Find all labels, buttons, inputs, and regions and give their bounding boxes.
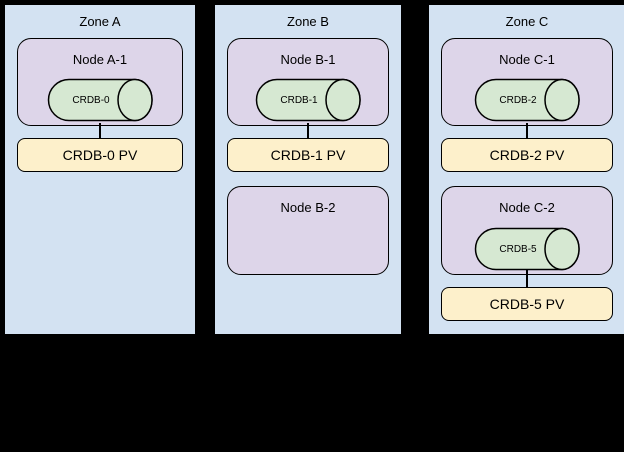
zone-c: Zone C Node C-1 CRDB-2 CRDB-2 PV Node C-… bbox=[427, 3, 624, 336]
zone-b-label: Zone B bbox=[287, 14, 329, 29]
database-cylinder-icon bbox=[474, 78, 580, 122]
node-b2: Node B-2 bbox=[227, 186, 389, 275]
node-b2-label: Node B-2 bbox=[280, 200, 336, 215]
connector-crdb-2-to-pv bbox=[526, 123, 528, 139]
crdb-0-label: CRDB-0 bbox=[72, 94, 110, 106]
zone-a-label: Zone A bbox=[79, 14, 121, 29]
crdb-2-pv-label: CRDB-2 PV bbox=[489, 147, 565, 163]
database-cylinder-icon bbox=[474, 227, 580, 271]
node-a1: Node A-1 CRDB-0 bbox=[17, 38, 183, 126]
zone-b: Zone B Node B-1 CRDB-1 CRDB-1 PV Node B-… bbox=[213, 3, 403, 336]
node-c2: Node C-2 CRDB-5 bbox=[441, 186, 613, 275]
crdb-5-label: CRDB-5 bbox=[499, 243, 537, 255]
database-cylinder-icon bbox=[255, 78, 361, 122]
connector-crdb-0-to-pv bbox=[99, 123, 101, 139]
crdb-1-pv: CRDB-1 PV bbox=[227, 138, 389, 172]
crdb-1-label: CRDB-1 bbox=[280, 94, 318, 106]
crdb-0-database: CRDB-0 bbox=[47, 78, 153, 122]
node-a1-label: Node A-1 bbox=[72, 52, 128, 67]
crdb-5-database: CRDB-5 bbox=[474, 227, 580, 271]
crdb-2-label: CRDB-2 bbox=[499, 94, 537, 106]
connector-crdb-5-to-pv bbox=[526, 269, 528, 288]
node-b1: Node B-1 CRDB-1 bbox=[227, 38, 389, 126]
crdb-5-pv-label: CRDB-5 PV bbox=[489, 296, 565, 312]
crdb-2-database: CRDB-2 bbox=[474, 78, 580, 122]
node-c1-label: Node C-1 bbox=[499, 52, 555, 67]
crdb-0-pv-label: CRDB-0 PV bbox=[62, 147, 138, 163]
node-b1-label: Node B-1 bbox=[280, 52, 336, 67]
node-c2-label: Node C-2 bbox=[499, 200, 555, 215]
crdb-1-pv-label: CRDB-1 PV bbox=[270, 147, 346, 163]
connector-crdb-1-to-pv bbox=[307, 123, 309, 139]
database-cylinder-icon bbox=[47, 78, 153, 122]
crdb-5-pv: CRDB-5 PV bbox=[441, 287, 613, 321]
crdb-1-database: CRDB-1 bbox=[255, 78, 361, 122]
zone-a: Zone A Node A-1 CRDB-0 CRDB-0 PV bbox=[3, 3, 197, 336]
crdb-0-pv: CRDB-0 PV bbox=[17, 138, 183, 172]
node-c1: Node C-1 CRDB-2 bbox=[441, 38, 613, 126]
crdb-2-pv: CRDB-2 PV bbox=[441, 138, 613, 172]
zone-c-label: Zone C bbox=[505, 14, 549, 29]
